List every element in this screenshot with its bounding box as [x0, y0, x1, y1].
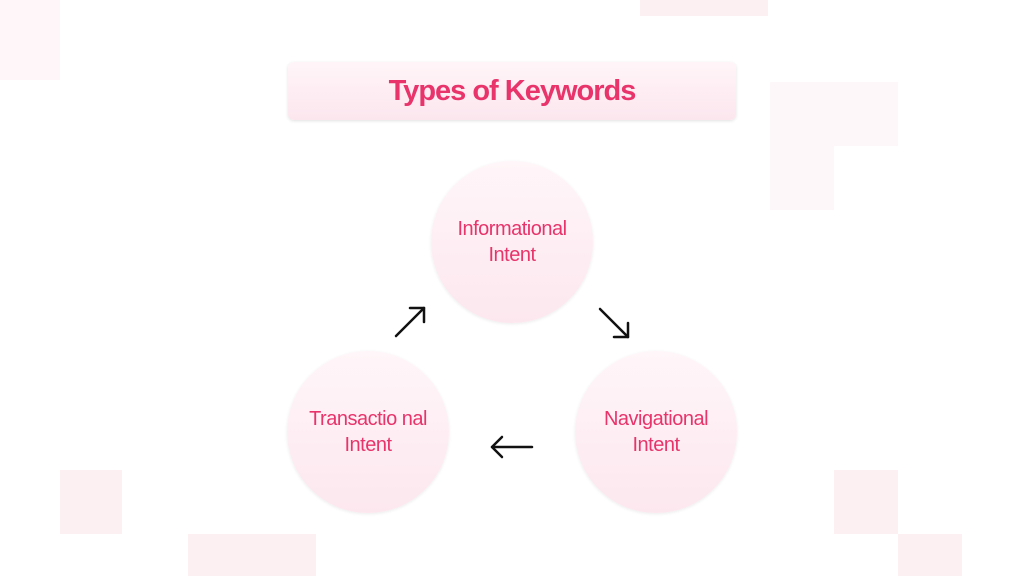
arrow-down-right-icon	[598, 307, 630, 339]
arrow-up-right-icon	[394, 306, 426, 338]
bg-square	[770, 82, 898, 146]
bg-square	[188, 534, 316, 576]
bg-square	[898, 534, 962, 576]
node-navigational: Navigational Intent	[575, 351, 737, 513]
node-label: Navigational Intent	[603, 408, 709, 456]
page-title: Types of Keywords	[288, 62, 736, 120]
node-label: Transactio nal Intent	[309, 408, 427, 456]
bg-square	[640, 0, 768, 16]
bg-square	[60, 470, 122, 534]
node-informational: Informational Intent	[431, 161, 593, 323]
bg-square	[770, 146, 834, 210]
arrow-left-icon	[490, 435, 534, 459]
node-label: Informational Intent	[457, 218, 567, 266]
bg-square	[834, 470, 898, 534]
bg-square	[0, 0, 60, 80]
node-transactional: Transactio nal Intent	[287, 351, 449, 513]
